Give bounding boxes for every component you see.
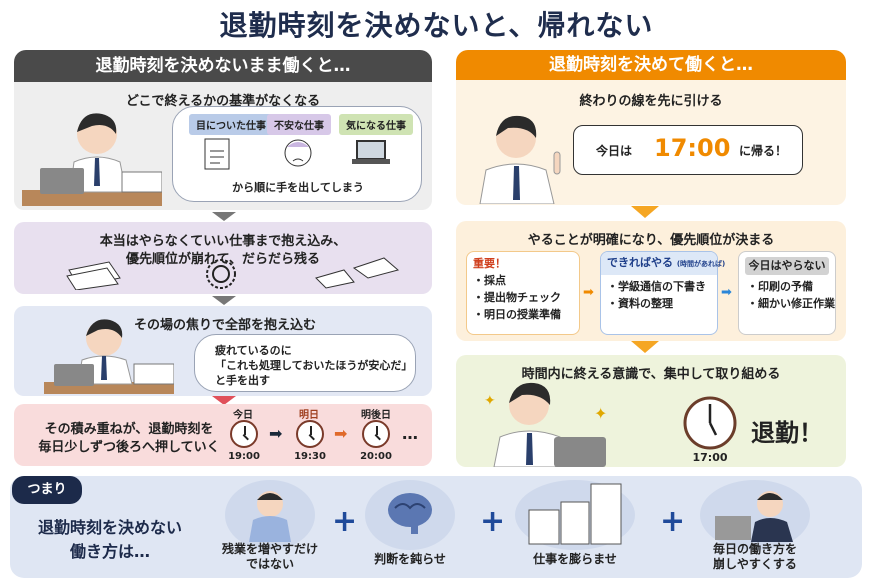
arrow-down-icon — [212, 212, 236, 221]
clock-icon — [230, 420, 258, 448]
right-panel-3: 時間内に終える意識で、集中して取り組める ✦✦ 17:00 退勤！ — [456, 355, 846, 467]
priority-box-not-today: 今日はやらない ・印刷の予備・細かい修正作業 — [738, 251, 836, 335]
right-panel-1: 終わりの線を先に引ける 今日は 17:00 に帰る！ — [456, 80, 846, 205]
summary-lead-1: 退勤時刻を決めない — [37, 518, 182, 537]
svg-text:✦: ✦ — [594, 404, 607, 423]
panel-heading: その場の焦りで全部を抱え込む — [134, 318, 317, 333]
list-item: ・提出物チェック — [473, 291, 561, 304]
worried-face-icon — [284, 139, 312, 167]
arrow-right-icon: ➡ — [721, 285, 732, 300]
plus-icon: + — [332, 504, 358, 539]
list-item: ・明日の授業準備 — [473, 308, 561, 321]
bubble-post: に帰る！ — [739, 144, 788, 158]
left-header: 退勤時刻を決めないまま働くと… — [14, 50, 432, 82]
list-item: ・細かい修正作業 — [747, 297, 835, 310]
panel-heading: 終わりの線を先に引ける — [579, 94, 723, 109]
left-panel-3: その場の焦りで全部を抱え込む 疲れているのに 「これも処理しておいたほうが安心だ… — [14, 306, 432, 396]
day-label-day-after: 明後日 — [361, 410, 391, 421]
arrow-down-icon — [631, 206, 659, 218]
paper-stacks-icon — [528, 483, 622, 545]
messy-papers-icon — [66, 261, 121, 290]
tag-anxious-work: 不安な仕事 — [267, 114, 331, 135]
arrow-right-icon: ➡ — [269, 424, 283, 443]
clock-icon — [296, 420, 324, 448]
box-note: (時間があれば) — [676, 260, 726, 268]
thought-bubble: 目についた仕事 不安な仕事 気になる仕事 から順に手を出してしまう — [172, 106, 422, 202]
arrow-down-icon — [212, 396, 236, 405]
day-label-today: 今日 — [233, 410, 253, 421]
leave-label: 退勤！ — [751, 419, 823, 447]
right-panel-2: やることが明確になり、優先順位が決まる 重要！ ・採点・提出物チェック・明日の授… — [456, 221, 846, 341]
left-panel-4: その積み重ねが、退勤時刻を 毎日少しずつ後ろへ押していく 今日 19:00 ➡ … — [14, 404, 432, 466]
arrow-right-icon: ➡ — [583, 285, 594, 300]
bubble-line: と手を出す — [215, 374, 270, 387]
leave-time: 17:00 — [692, 451, 728, 464]
speech-bubble: 疲れているのに 「これも処理しておいたほうが安心だ」 と手を出す — [194, 334, 416, 392]
right-header: 退勤時刻を決めて働くと… — [456, 50, 846, 80]
flying-papers-icon — [315, 257, 400, 289]
tag-noticed-work: 目についた仕事 — [189, 114, 273, 135]
laptop-icon — [352, 140, 390, 164]
summary-item-3: 仕事を膨らませ — [533, 552, 617, 566]
summary-lead-2: 働き方は… — [69, 542, 150, 561]
head-in-hands-icon — [249, 491, 291, 542]
summary-item-2: 判断を鈍らせ — [374, 552, 446, 566]
day-label-tomorrow: 明日 — [299, 410, 319, 421]
stressed-worker-illustration — [44, 319, 174, 394]
panel-heading: 時間内に終える意識で、集中して取り組める — [521, 367, 781, 382]
time-tomorrow: 19:30 — [294, 451, 326, 462]
box-title: 重要！ — [473, 257, 506, 270]
arrow-right-icon: ➡ — [334, 424, 348, 443]
document-icon — [204, 138, 230, 170]
svg-text:✦: ✦ — [484, 393, 496, 409]
exhausted-worker-icon — [715, 491, 793, 542]
plus-icon: + — [480, 504, 506, 539]
priority-box-important: 重要！ ・採点・提出物チェック・明日の授業準備 — [466, 251, 580, 335]
summary-item-1: 残業を増やすだけではない — [221, 542, 318, 571]
left-panel-1: どこで終えるかの基準がなくなる 目についた仕事 不安な仕事 気になる仕事 から順… — [14, 82, 432, 210]
bubble-pre: 今日は — [596, 144, 633, 158]
panel-line-1: その積み重ねが、退勤時刻を — [44, 422, 214, 437]
clock-icon — [362, 420, 390, 448]
confident-worker-illustration — [479, 115, 561, 204]
tangled-scribble-icon — [206, 259, 236, 289]
bubble-line: 疲れているのに — [215, 344, 292, 357]
list-item: ・採点 — [473, 274, 506, 287]
bubble-caption: から順に手を出してしまう — [232, 181, 364, 194]
summary-band: つまり 退勤時刻を決めない 働き方は… 残業を増やすだけではない + 判断を鈍ら… — [10, 476, 862, 578]
summary-item-4: 毎日の働き方を崩しやすくする — [712, 542, 797, 571]
ellipsis: … — [402, 424, 418, 443]
arrow-down-icon — [212, 296, 236, 305]
priority-box-if-possible: できればやる (時間があれば) ・学級通信の下書き・資料の整理 — [600, 251, 725, 335]
panel-line-1: 本当はやらなくていい仕事まで抱え込み、 — [99, 234, 347, 249]
list-item: ・印刷の予備 — [747, 280, 813, 293]
focused-worker-illustration: ✦✦ — [484, 382, 607, 467]
arrow-down-icon — [631, 341, 659, 353]
left-panel-2: 本当はやらなくていい仕事まで抱え込み、 優先順位が崩れて、だらだら残る — [14, 222, 432, 294]
box-title: 今日はやらない — [745, 257, 829, 275]
list-item: ・学級通信の下書き — [607, 280, 706, 293]
speech-bubble: 今日は 17:00 に帰る！ — [573, 125, 803, 175]
bubble-line: 「これも処理しておいたほうが安心だ」 — [215, 359, 413, 372]
panel-line-2: 毎日少しずつ後ろへ押していく — [38, 440, 220, 455]
end-time: 17:00 — [654, 134, 731, 162]
page-title: 退勤時刻を決めないと、帰れない — [219, 9, 654, 42]
time-today: 19:00 — [228, 451, 260, 462]
plus-icon: + — [660, 504, 686, 539]
summary-badge: つまり — [12, 476, 82, 504]
panel-heading: どこで終えるかの基準がなくなる — [125, 94, 321, 109]
box-title: できればやる — [607, 256, 673, 269]
brain-icon — [388, 493, 432, 534]
clock-icon — [683, 396, 737, 450]
list-item: ・資料の整理 — [607, 297, 673, 310]
tag-concerning-work: 気になる仕事 — [339, 114, 413, 135]
worried-worker-illustration — [22, 113, 162, 206]
time-day-after: 20:00 — [360, 451, 392, 462]
panel-heading: やることが明確になり、優先順位が決まる — [527, 233, 775, 248]
